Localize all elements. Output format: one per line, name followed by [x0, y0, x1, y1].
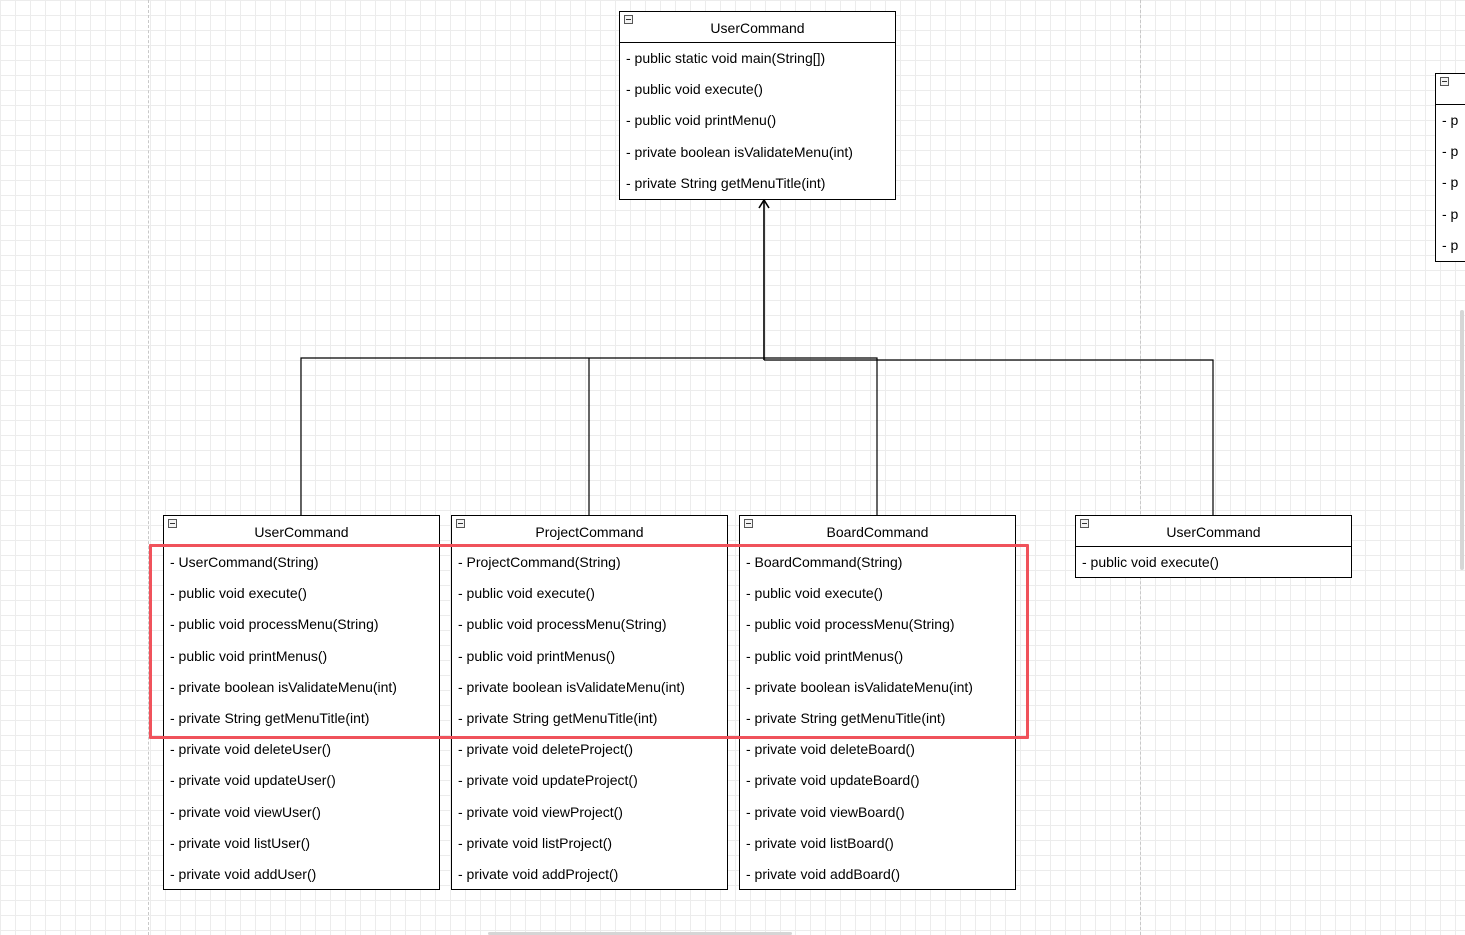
connector-usercommand	[300, 357, 764, 516]
class-member: - private void addProject()	[458, 865, 619, 882]
member-list: - public static void main(String[]) - pu…	[620, 43, 895, 199]
vertical-scrollbar-thumb[interactable]	[1460, 310, 1464, 570]
class-member: - private void viewProject()	[458, 803, 623, 820]
class-member: - private String getMenuTitle(int)	[626, 174, 826, 191]
class-title: UserCommand	[710, 20, 805, 36]
class-member: - private boolean isValidateMenu(int)	[746, 678, 973, 695]
class-title: UserCommand	[1166, 524, 1261, 540]
collapse-icon[interactable]	[624, 15, 633, 24]
collapse-icon[interactable]	[456, 519, 465, 528]
class-header: UserCommand	[1076, 516, 1351, 547]
class-member: - public void processMenu(String)	[458, 616, 667, 633]
class-member: - public void execute()	[458, 585, 595, 602]
class-projectcommand[interactable]: ProjectCommand - ProjectCommand(String) …	[451, 515, 728, 890]
class-usercommand-parent[interactable]: UserCommand - public static void main(St…	[619, 11, 896, 200]
page-guide-left	[148, 0, 149, 935]
class-header: BoardCommand	[740, 516, 1015, 547]
class-member: - p	[1442, 205, 1459, 222]
class-member: - public static void main(String[])	[626, 50, 826, 66]
class-member: - private String getMenuTitle(int)	[458, 709, 658, 726]
class-member: - private String getMenuTitle(int)	[170, 709, 370, 726]
member-list: - ProjectCommand(String) - public void e…	[452, 547, 727, 890]
class-member: - p	[1442, 174, 1459, 191]
class-member: - public void execute()	[626, 81, 763, 98]
horizontal-scrollbar-thumb[interactable]	[488, 932, 792, 935]
class-member: - private void viewUser()	[170, 803, 321, 820]
class-member: - UserCommand(String)	[170, 554, 319, 570]
class-member: - private void updateProject()	[458, 772, 638, 789]
class-header	[1436, 74, 1465, 105]
class-member: - private void listProject()	[458, 834, 613, 851]
collapse-icon[interactable]	[1080, 519, 1089, 528]
connector-boardcommand	[764, 357, 878, 516]
class-member: - private void deleteProject()	[458, 741, 634, 758]
class-partial-right[interactable]: - p - p - p - p - p	[1435, 73, 1465, 262]
member-list: - BoardCommand(String) - public void exe…	[740, 547, 1015, 890]
class-header: ProjectCommand	[452, 516, 727, 547]
class-header: UserCommand	[620, 12, 895, 43]
member-list: - UserCommand(String) - public void exec…	[164, 547, 439, 890]
class-member: - private void addBoard()	[746, 865, 901, 882]
class-member: - public void printMenus()	[170, 647, 328, 664]
collapse-icon[interactable]	[1440, 77, 1449, 86]
class-member: - private void listBoard()	[746, 834, 894, 851]
page-guide-right	[1140, 0, 1141, 935]
class-member: - private void updateUser()	[170, 772, 336, 789]
class-boardcommand[interactable]: BoardCommand - BoardCommand(String) - pu…	[739, 515, 1016, 890]
member-list: - p - p - p - p - p	[1436, 105, 1465, 261]
class-header: UserCommand	[164, 516, 439, 547]
class-title: ProjectCommand	[535, 524, 644, 540]
class-usercommand-small[interactable]: UserCommand - public void execute()	[1075, 515, 1352, 578]
class-member: - private boolean isValidateMenu(int)	[626, 143, 853, 160]
class-member: - private void deleteUser()	[170, 741, 332, 758]
class-member: - BoardCommand(String)	[746, 554, 903, 570]
class-member: - public void execute()	[1082, 554, 1219, 570]
class-member: - private String getMenuTitle(int)	[746, 709, 946, 726]
collapse-icon[interactable]	[744, 519, 753, 528]
class-member: - private void deleteBoard()	[746, 741, 915, 758]
vertical-scrollbar[interactable]	[1459, 0, 1465, 935]
class-member: - private boolean isValidateMenu(int)	[170, 678, 397, 695]
connector-small-usercommand	[764, 359, 1214, 516]
class-member: - private void updateBoard()	[746, 772, 920, 789]
class-member: - public void printMenu()	[626, 112, 777, 129]
inheritance-arrowhead	[758, 198, 770, 209]
class-member: - private void addUser()	[170, 865, 317, 882]
class-member: - p	[1442, 143, 1459, 160]
class-member: - public void printMenus()	[458, 647, 616, 664]
class-member: - p	[1442, 236, 1459, 253]
class-member: - ProjectCommand(String)	[458, 554, 621, 570]
class-member: - public void execute()	[746, 585, 883, 602]
member-list: - public void execute()	[1076, 547, 1351, 578]
class-member: - public void printMenus()	[746, 647, 904, 664]
class-member: - public void processMenu(String)	[170, 616, 379, 633]
class-member: - public void processMenu(String)	[746, 616, 955, 633]
class-usercommand[interactable]: UserCommand - UserCommand(String) - publ…	[163, 515, 440, 890]
class-member: - private void viewBoard()	[746, 803, 905, 820]
class-member: - public void execute()	[170, 585, 307, 602]
highlight-rectangle	[149, 544, 1029, 739]
class-member: - private boolean isValidateMenu(int)	[458, 678, 685, 695]
class-title: UserCommand	[254, 524, 349, 540]
class-member: - private void listUser()	[170, 834, 311, 851]
class-title: BoardCommand	[826, 524, 929, 540]
collapse-icon[interactable]	[168, 519, 177, 528]
class-member: - p	[1442, 112, 1459, 128]
